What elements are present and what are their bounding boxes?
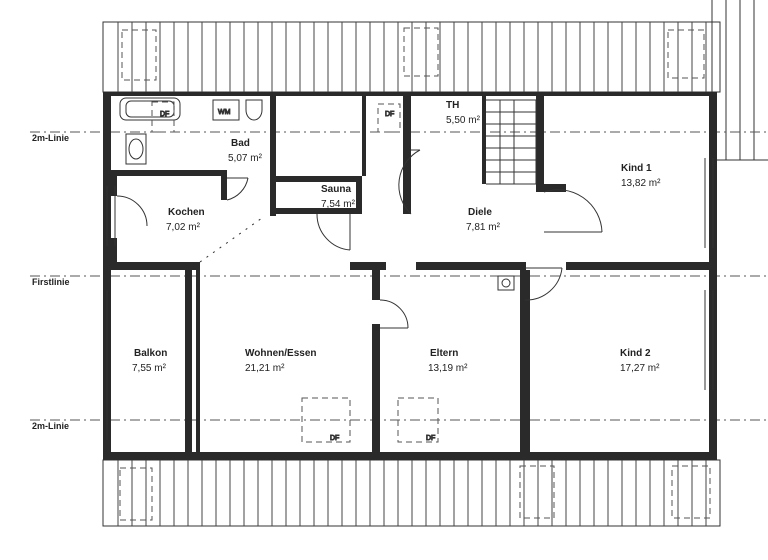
room-wohnen-area: 21,21 m² [245, 363, 285, 374]
room-kochen-name: Kochen [168, 207, 205, 218]
walls [103, 92, 717, 460]
line-label-2m-top: 2m-Linie [32, 133, 69, 143]
reference-lines: 2m-Linie Firstlinie 2m-Linie [30, 131, 768, 431]
room-bad-name: Bad [231, 138, 250, 149]
room-diele-name: Diele [468, 207, 492, 218]
room-sauna-area: 7,54 m² [321, 199, 356, 210]
room-balkon-name: Balkon [134, 348, 167, 359]
wm-label: WM [218, 109, 231, 116]
room-labels: Bad 5,07 m² TH 5,50 m² Kind 1 13,82 m² S… [132, 100, 661, 374]
stairs [486, 99, 537, 185]
room-diele-area: 7,81 m² [466, 222, 501, 233]
roof-bottom [102, 459, 721, 527]
room-th-name: TH [446, 100, 459, 111]
df-sauna: DF [385, 111, 394, 118]
room-eltern-name: Eltern [430, 348, 458, 359]
df-bad: DF [160, 111, 169, 118]
room-kochen-area: 7,02 m² [166, 222, 201, 233]
room-eltern-area: 13,19 m² [428, 363, 468, 374]
room-kind1-name: Kind 1 [621, 163, 652, 174]
room-bad-area: 5,07 m² [228, 153, 263, 164]
room-kind2-area: 17,27 m² [620, 363, 660, 374]
roof-edge-right [711, 0, 768, 161]
line-label-firstlinie: Firstlinie [32, 277, 70, 287]
df-eltern: DF [426, 435, 435, 442]
room-kind1-area: 13,82 m² [621, 178, 661, 189]
room-balkon-area: 7,55 m² [132, 363, 167, 374]
roof-top [102, 21, 721, 93]
windows [106, 158, 714, 440]
room-kind2-name: Kind 2 [620, 348, 651, 359]
room-sauna-name: Sauna [321, 184, 351, 195]
fixtures: WM DF DF DF DF [119, 97, 515, 443]
doors [116, 149, 603, 329]
df-wohnen: DF [330, 435, 339, 442]
room-wohnen-name: Wohnen/Essen [245, 348, 317, 359]
line-label-2m-bottom: 2m-Linie [32, 421, 69, 431]
room-th-area: 5,50 m² [446, 115, 481, 126]
